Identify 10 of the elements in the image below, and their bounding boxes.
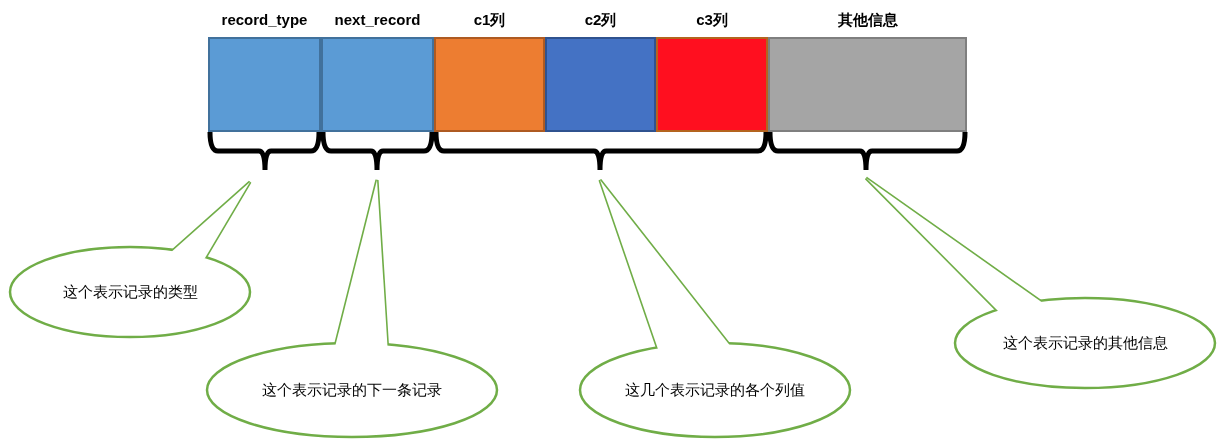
- column-label: next_record: [333, 10, 422, 30]
- callout-text: 这几个表示记录的各个列值: [625, 380, 805, 400]
- column-label: record_type: [220, 10, 309, 30]
- column-label: c1列: [472, 10, 507, 30]
- callout-text: 这个表示记录的其他信息: [1002, 333, 1168, 353]
- callout-text: 这个表示记录的下一条记录: [262, 380, 442, 400]
- column-label: c3列: [695, 10, 729, 30]
- column-label: 其他信息: [836, 10, 899, 30]
- callout-text: 这个表示记录的类型: [62, 282, 198, 302]
- column-label: c2列: [583, 10, 618, 30]
